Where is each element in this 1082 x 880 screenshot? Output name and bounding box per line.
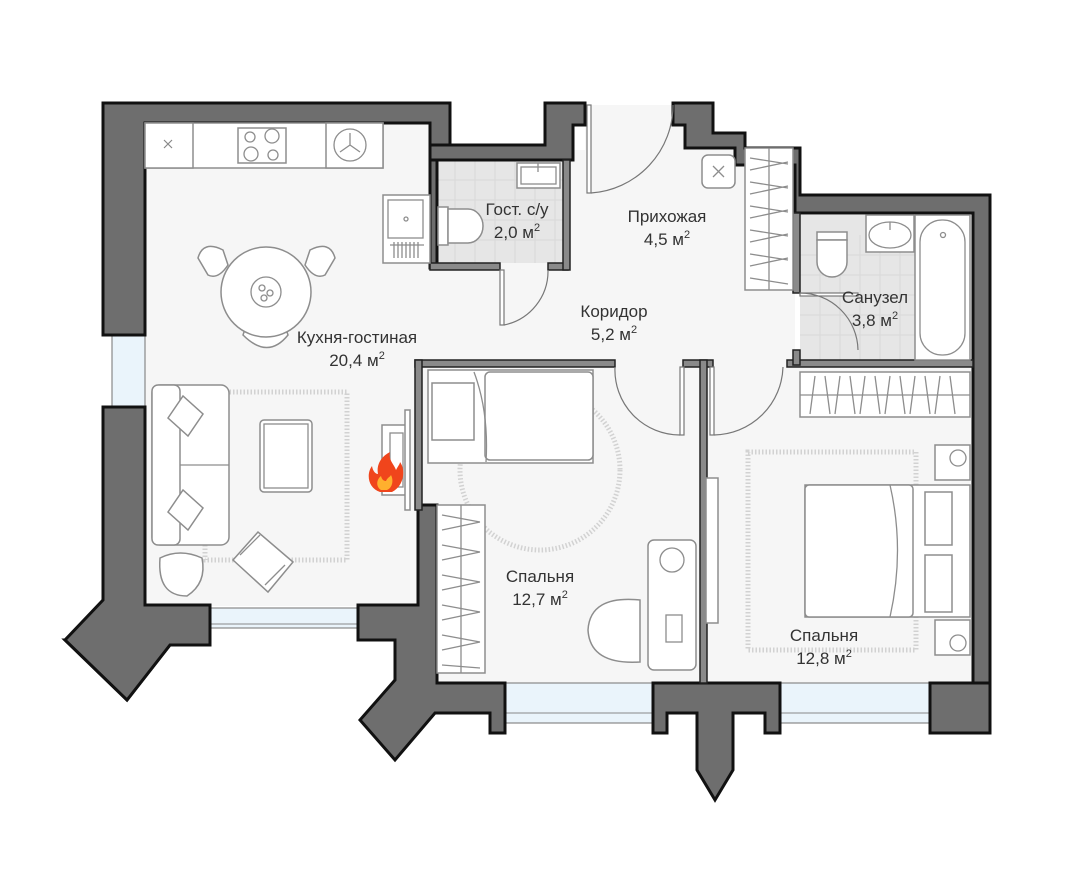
living-furniture xyxy=(151,384,411,597)
sink-icon xyxy=(865,214,915,253)
bathroom-fixtures xyxy=(816,214,971,361)
tv-stand xyxy=(705,477,719,624)
doors xyxy=(499,104,859,436)
room-label-bathroom: Санузел 3,8 м2 xyxy=(842,286,908,332)
room-label-kitchen-living: Кухня-гостиная 20,4 м2 xyxy=(297,326,417,372)
room-name: Коридор xyxy=(580,302,648,321)
dining-table-icon xyxy=(197,245,336,349)
room-area: 12,8 м2 xyxy=(796,648,852,669)
toilet-icon xyxy=(816,231,848,278)
room-name: Спальня xyxy=(505,567,575,586)
room-name: Санузел xyxy=(841,288,909,307)
bathtub-icon xyxy=(914,214,971,361)
room-name: Спальня xyxy=(789,626,859,645)
window-west xyxy=(111,334,146,408)
window-kitchen-south xyxy=(209,607,359,629)
room-area: 3,8 м2 xyxy=(851,310,899,331)
guest-wc-fixtures xyxy=(437,162,561,246)
kitchen-furniture xyxy=(144,122,431,349)
bed-icon xyxy=(427,369,594,464)
bedroom-1-furniture xyxy=(427,369,697,674)
room-area: 20,4 м2 xyxy=(329,350,385,371)
room-area: 5,2 м2 xyxy=(590,324,638,345)
fireplace-fire-icon xyxy=(368,452,404,492)
cooktop-icon xyxy=(237,127,287,164)
room-label-guest-wc: Гост. с/у 2,0 м2 xyxy=(485,198,548,244)
coffee-table xyxy=(259,419,313,493)
room-label-corridor: Коридор 5,2 м2 xyxy=(580,300,647,346)
toilet-icon xyxy=(437,206,484,246)
wardrobe-icon xyxy=(799,371,971,418)
desk-icon xyxy=(587,539,697,671)
room-area: 4,5 м2 xyxy=(643,229,691,250)
window-bedroom2-south xyxy=(779,682,931,724)
sink-icon xyxy=(387,199,424,258)
room-name: Кухня-гостиная xyxy=(296,328,418,347)
bed-icon xyxy=(804,484,971,618)
room-name: Гост. с/у xyxy=(485,200,549,219)
fan-icon xyxy=(333,128,367,162)
room-label-bedroom-1: Спальня 12,7 м2 xyxy=(506,565,574,611)
bedroom-2-furniture xyxy=(705,371,971,656)
window-bedroom1-south xyxy=(504,682,654,724)
room-label-bedroom-2: Спальня 12,8 м2 xyxy=(790,624,858,670)
room-area: 12,7 м2 xyxy=(512,589,568,610)
wardrobe-icon xyxy=(436,504,486,674)
hallway-fixtures xyxy=(701,147,794,291)
pouf xyxy=(159,552,204,597)
room-area: 2,0 м2 xyxy=(493,222,541,243)
outer-walls xyxy=(61,101,992,803)
armchair-icon xyxy=(231,530,295,594)
room-label-hallway: Прихожая 4,5 м2 xyxy=(628,205,707,251)
room-name: Прихожая xyxy=(627,207,707,226)
wardrobe-icon xyxy=(744,147,794,291)
sofa-icon xyxy=(151,384,230,546)
